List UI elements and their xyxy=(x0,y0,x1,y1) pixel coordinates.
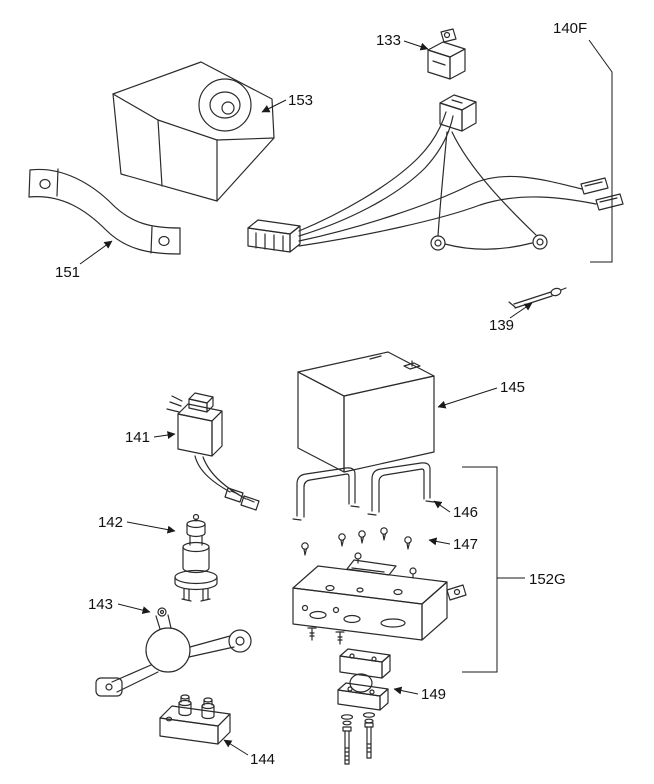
part-144-terminal-block xyxy=(159,694,231,745)
part-149-clamp xyxy=(337,648,391,765)
callout-140f: 140F xyxy=(553,20,587,37)
callout-144: 144 xyxy=(250,751,275,768)
part-141-module xyxy=(166,392,260,511)
part-145-battery xyxy=(297,351,435,473)
leader-151 xyxy=(79,240,113,265)
leader-141 xyxy=(153,431,176,440)
leader-146 xyxy=(433,500,451,513)
leader-145 xyxy=(437,387,498,409)
leader-144 xyxy=(223,739,249,756)
leader-143 xyxy=(117,603,151,615)
part-146-hold-down-frames xyxy=(292,462,435,521)
leader-149 xyxy=(393,686,419,695)
callout-151: 151 xyxy=(55,264,80,281)
callout-152g: 152G xyxy=(529,571,566,588)
callout-142: 142 xyxy=(98,514,123,531)
part-142-solenoid xyxy=(174,513,218,602)
callout-145: 145 xyxy=(500,379,525,396)
part-133-relay xyxy=(427,28,466,80)
bracket-140f xyxy=(588,39,613,263)
leader-139 xyxy=(509,302,533,319)
callout-143: 143 xyxy=(88,596,113,613)
part-143-spanner-bracket xyxy=(95,607,252,697)
part-152g-mount-assembly xyxy=(292,552,467,645)
bracket-152g xyxy=(462,466,498,673)
callout-133: 133 xyxy=(376,32,401,49)
callout-149: 149 xyxy=(421,686,446,703)
leader-133 xyxy=(403,40,429,51)
leader-147 xyxy=(428,537,451,546)
callout-147: 147 xyxy=(453,536,478,553)
part-140f-harness xyxy=(247,94,624,253)
leader-153 xyxy=(261,99,287,113)
callout-139: 139 xyxy=(489,317,514,334)
part-139-jumper-lead xyxy=(508,287,567,309)
callout-141: 141 xyxy=(125,429,150,446)
part-153-cover xyxy=(112,61,275,202)
callout-153: 153 xyxy=(288,92,313,109)
leader-142 xyxy=(126,521,176,534)
callout-146: 146 xyxy=(453,504,478,521)
callouts: 153 133 140F 151 139 145 141 142 146 147… xyxy=(55,20,613,768)
part-147-fasteners xyxy=(301,527,412,556)
part-151-bracket xyxy=(28,168,181,255)
